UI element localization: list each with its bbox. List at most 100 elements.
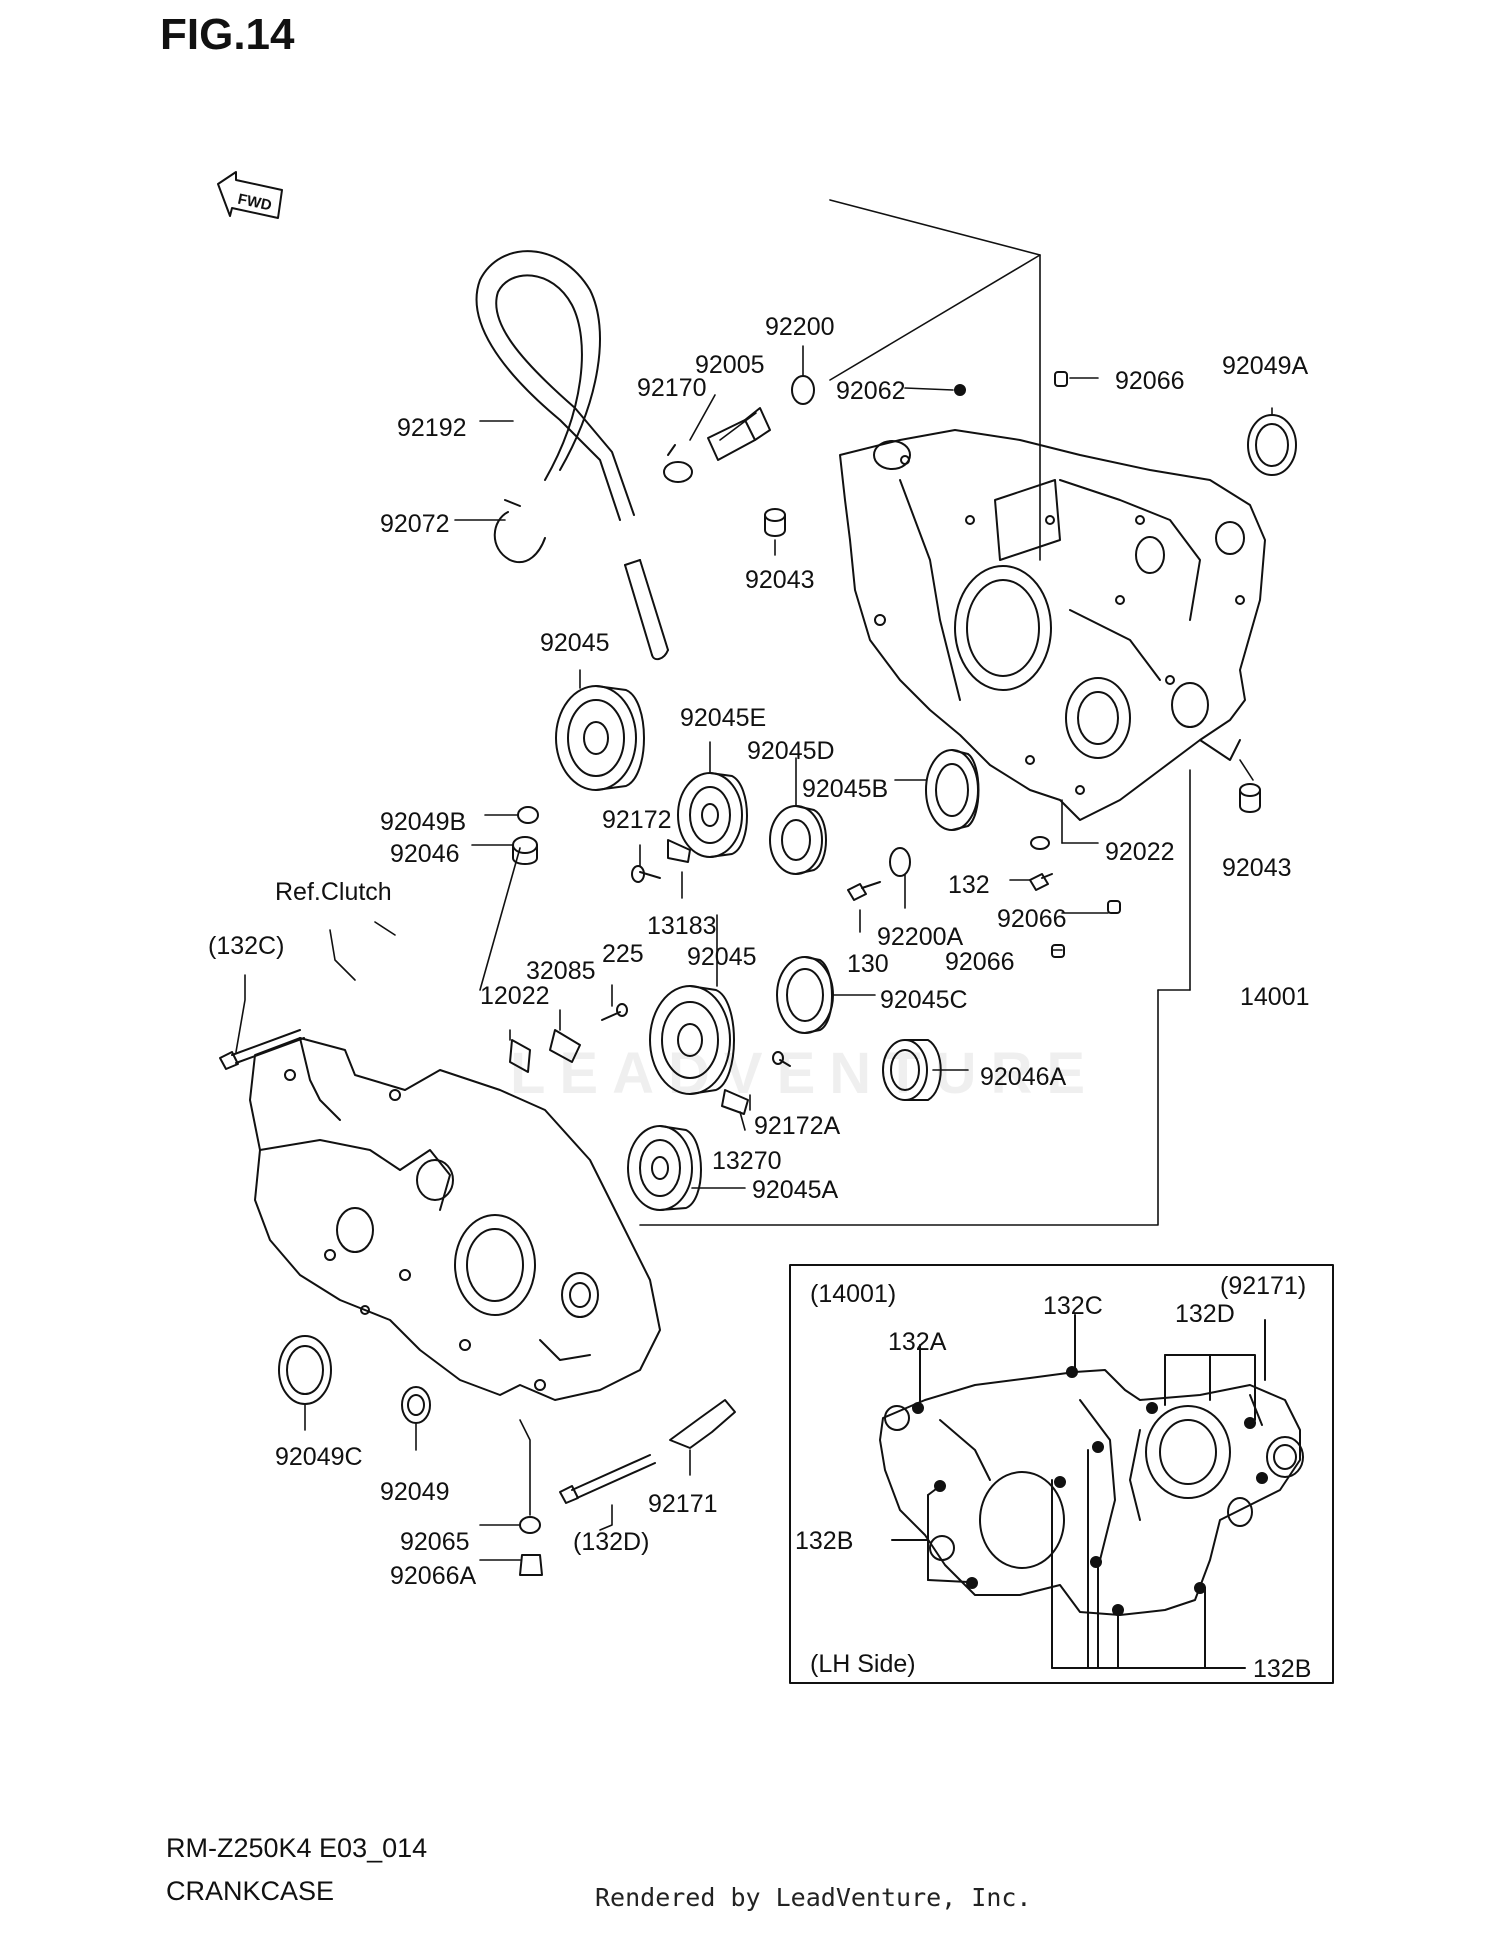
part-label-130: 130 <box>847 950 889 978</box>
inset-lh-side-view <box>789 1264 1334 1684</box>
inset-label-132D: 132D <box>1175 1300 1235 1328</box>
washer-92022-part <box>1030 836 1050 850</box>
part-label-225: 225 <box>602 940 644 968</box>
bolt-132-part <box>1029 873 1053 891</box>
part-label-92022: 92022 <box>1105 838 1175 866</box>
part-label-92072: 92072 <box>380 510 450 538</box>
part-label-92045-mid: 92045 <box>687 943 757 971</box>
part-label-14001: 14001 <box>1240 983 1310 1011</box>
ref-clutch-label: Ref.Clutch <box>275 878 392 906</box>
part-label-92043-right: 92043 <box>1222 854 1292 882</box>
plug-92066-mid-part <box>1107 900 1121 914</box>
leader-lines <box>235 199 1273 1561</box>
part-label-92066A: 92066A <box>390 1562 477 1590</box>
guide-92171-part <box>669 1399 736 1449</box>
part-label-92049C: 92049C <box>275 1443 363 1471</box>
part-label-92200: 92200 <box>765 313 835 341</box>
part-label-92065: 92065 <box>400 1528 470 1556</box>
part-label-92171: 92171 <box>648 1490 718 1518</box>
hose-clamp-part <box>493 499 546 563</box>
part-label-92172: 92172 <box>602 806 672 834</box>
bearing-92045D-part <box>769 805 827 875</box>
breather-fitting-part <box>663 407 771 483</box>
part-label-92170: 92170 <box>637 374 707 402</box>
inset-label-132B-right: 132B <box>1253 1655 1312 1683</box>
inset-label-132C: 132C <box>1043 1292 1103 1320</box>
spacer-92049B-part <box>517 806 539 824</box>
drain-plug-92066A-part <box>519 1554 543 1576</box>
bolt-130-part <box>847 881 881 901</box>
part-label-32085: 32085 <box>526 957 596 985</box>
part-label-92005: 92005 <box>695 351 765 379</box>
spacer-92046-part <box>512 836 538 865</box>
washer-92065-part <box>519 1516 541 1534</box>
part-label-92066-low: 92066 <box>945 948 1015 976</box>
part-label-132: 132 <box>948 871 990 899</box>
part-label-92045E: 92045E <box>680 704 767 732</box>
ball-part <box>954 384 966 396</box>
plug-92066-low-part <box>1051 944 1065 958</box>
part-label-92049B: 92049B <box>380 808 467 836</box>
part-label-92046A: 92046A <box>980 1063 1067 1091</box>
part-label-92066-mid: 92066 <box>997 905 1067 933</box>
part-label-92049A: 92049A <box>1222 352 1309 380</box>
part-label-92045C: 92045C <box>880 986 968 1014</box>
plate-13183-part <box>667 839 691 863</box>
plug-part <box>1054 371 1068 387</box>
washer-part <box>791 375 815 405</box>
inset-label-132B-left: 132B <box>795 1527 854 1555</box>
bearing-92045B-part <box>925 749 980 831</box>
part-label-92045D: 92045D <box>747 737 835 765</box>
part-label-92200A: 92200A <box>877 923 964 951</box>
part-label-92172A: 92172A <box>754 1112 841 1140</box>
inset-label-132A: 132A <box>888 1328 947 1356</box>
inset-title: (14001) <box>810 1280 897 1308</box>
fwd-arrow-text: FWD <box>236 191 273 215</box>
inset-side-label: (LH Side) <box>810 1650 916 1678</box>
part-label-92062: 92062 <box>836 377 906 405</box>
screw-92172A-part <box>772 1051 791 1067</box>
dowel-pin-part <box>764 508 786 537</box>
oil-seal-92049C-part <box>278 1335 332 1405</box>
part-label-92066: 92066 <box>1115 367 1185 395</box>
part-label-13270: 13270 <box>712 1147 782 1175</box>
dowel-pin-part <box>1239 783 1261 813</box>
spacer-92049-part <box>401 1386 431 1424</box>
part-label-92045A: 92045A <box>752 1176 839 1204</box>
fwd-arrow-icon: FWD <box>217 171 283 219</box>
part-label-132D-paren: (132D) <box>573 1528 650 1556</box>
bearing-92045C-part <box>776 956 834 1034</box>
part-label-92049: 92049 <box>380 1478 450 1506</box>
part-label-92043: 92043 <box>745 566 815 594</box>
part-label-92045: 92045 <box>540 629 610 657</box>
bearing-92045-part <box>555 685 645 791</box>
bearing-92045A-part <box>627 1125 702 1211</box>
watermark-text: LEADVENTURE <box>510 1041 1100 1106</box>
part-label-13183: 13183 <box>647 912 717 940</box>
section-name: CRANKCASE <box>166 1876 335 1906</box>
plate-12022-part <box>509 1039 531 1073</box>
bearing-92045E-part <box>677 772 748 858</box>
inset-label-92171: (92171) <box>1220 1272 1307 1300</box>
screw-92172-part <box>631 865 661 883</box>
screw-225-part <box>601 1003 628 1021</box>
bolt-132C-part <box>219 1029 305 1070</box>
render-credit: Rendered by LeadVenture, Inc. <box>595 1883 1032 1912</box>
model-code: RM-Z250K4 E03_014 <box>166 1833 428 1863</box>
part-label-12022: 12022 <box>480 982 550 1010</box>
crankcase-right-half <box>839 429 1266 821</box>
plate-13270-part <box>721 1089 749 1115</box>
part-label-92192: 92192 <box>397 414 467 442</box>
bearing-92045-lower-part <box>649 985 735 1095</box>
washer-92200A-part <box>889 847 911 877</box>
breather-hose-part <box>475 250 669 661</box>
part-label-132C-paren: (132C) <box>208 932 285 960</box>
part-label-92046: 92046 <box>390 840 460 868</box>
figure-title: FIG.14 <box>160 10 295 59</box>
crankcase-left-half <box>249 1037 661 1401</box>
bearing-92046A-part <box>882 1039 942 1101</box>
bolt-132D-part <box>559 1454 656 1504</box>
part-label-92045B: 92045B <box>802 775 889 803</box>
